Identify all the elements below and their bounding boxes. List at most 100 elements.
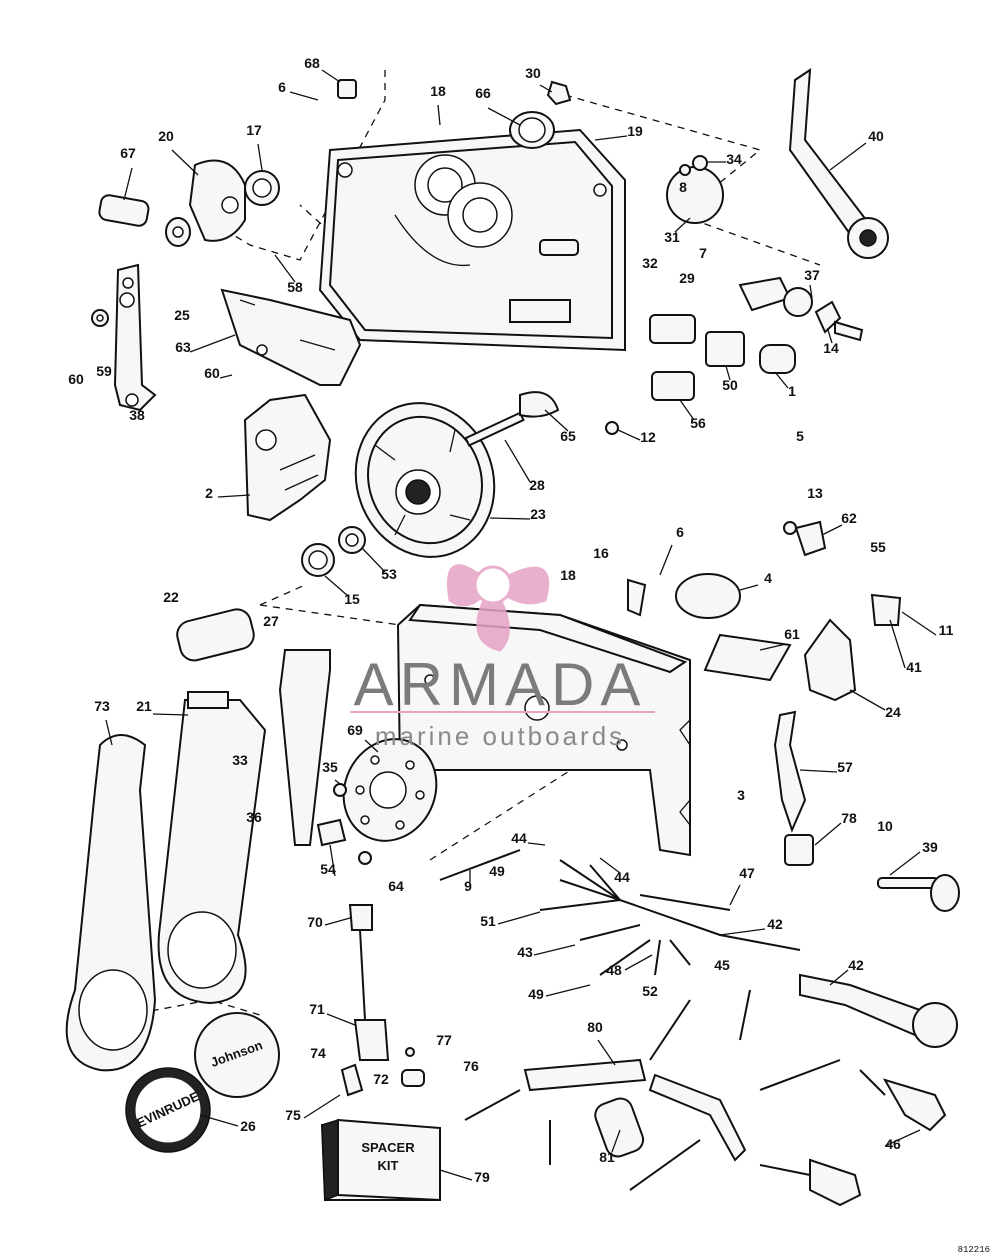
callout-57: 57 <box>837 759 853 775</box>
callout-48: 48 <box>606 962 622 978</box>
callout-56: 56 <box>690 415 706 431</box>
callout-25: 25 <box>174 307 190 323</box>
callout-45: 45 <box>714 957 730 973</box>
callout-43: 43 <box>517 944 533 960</box>
callout-71: 71 <box>309 1001 325 1017</box>
callout-14: 14 <box>823 340 839 356</box>
callout-32: 32 <box>642 255 658 271</box>
callout-73: 73 <box>94 698 110 714</box>
callout-51: 51 <box>480 913 496 929</box>
callout-36: 36 <box>246 809 262 825</box>
armada-watermark: ARMADA marine outboards <box>350 564 655 751</box>
callout-60: 60 <box>204 365 220 381</box>
callout-8: 8 <box>679 179 687 195</box>
throttle-linkage-left <box>98 159 280 247</box>
callout-42: 42 <box>848 957 864 973</box>
callout-20: 20 <box>158 128 174 144</box>
callout-9: 9 <box>464 878 472 894</box>
callout-17: 17 <box>246 122 262 138</box>
callout-37: 37 <box>804 267 820 283</box>
callout-77: 77 <box>436 1032 452 1048</box>
callout-6: 6 <box>676 524 684 540</box>
callout-75: 75 <box>285 1107 301 1123</box>
callout-42: 42 <box>767 916 783 932</box>
callout-67: 67 <box>120 145 136 161</box>
key-switch-assembly <box>649 166 864 401</box>
callout-55: 55 <box>870 539 886 555</box>
callout-53: 53 <box>381 566 397 582</box>
callout-65: 65 <box>560 428 576 444</box>
callout-40: 40 <box>868 128 884 144</box>
callout-79: 79 <box>474 1169 490 1185</box>
trim-switch-and-rod <box>176 608 331 846</box>
callout-70: 70 <box>307 914 323 930</box>
callout-31: 31 <box>664 229 680 245</box>
callout-12: 12 <box>640 429 656 445</box>
callout-60: 60 <box>68 371 84 387</box>
callout-74: 74 <box>310 1045 326 1061</box>
callout-47: 47 <box>739 865 755 881</box>
callout-27: 27 <box>263 613 279 629</box>
callout-33: 33 <box>232 752 248 768</box>
small-parts-upper <box>301 79 708 577</box>
callout-35: 35 <box>322 759 338 775</box>
shift-cam-disk <box>354 402 496 558</box>
lower-left-small-parts <box>316 783 425 1097</box>
neutral-bracket <box>243 393 332 522</box>
callout-23: 23 <box>530 506 546 522</box>
emblems: EVINRUDE Johnson <box>125 1012 280 1153</box>
callout-10: 10 <box>877 818 893 834</box>
leader-lines <box>105 69 937 1181</box>
spacer-kit-line1: SPACER <box>361 1140 415 1155</box>
callout-2: 2 <box>205 485 213 501</box>
callout-28: 28 <box>529 477 545 493</box>
throttle-arm-40 <box>788 68 889 259</box>
propeller-logo-icon <box>446 564 550 652</box>
callout-19: 19 <box>627 123 643 139</box>
callout-46: 46 <box>885 1136 901 1152</box>
callout-16: 16 <box>593 545 609 561</box>
callout-13: 13 <box>807 485 823 501</box>
callout-18: 18 <box>430 83 446 99</box>
callout-44: 44 <box>614 869 630 885</box>
callout-1: 1 <box>788 383 796 399</box>
callout-21: 21 <box>136 698 152 714</box>
callout-41: 41 <box>906 659 922 675</box>
callout-49: 49 <box>489 863 505 879</box>
callout-29: 29 <box>679 270 695 286</box>
diagram-serial-number: 812216 <box>958 1245 990 1255</box>
upper-control-housing <box>318 128 626 352</box>
callout-68: 68 <box>304 55 320 71</box>
watermark-brand: ARMADA <box>354 651 647 718</box>
callout-58: 58 <box>287 279 303 295</box>
callout-81: 81 <box>599 1149 615 1165</box>
callout-3: 3 <box>737 787 745 803</box>
callout-63: 63 <box>175 339 191 355</box>
callout-5: 5 <box>796 428 804 444</box>
callout-72: 72 <box>373 1071 389 1087</box>
callout-62: 62 <box>841 510 857 526</box>
callout-50: 50 <box>722 377 738 393</box>
callout-59: 59 <box>96 363 112 379</box>
callout-7: 7 <box>699 245 707 261</box>
detent-ring <box>342 738 438 842</box>
callout-22: 22 <box>163 589 179 605</box>
warning-plate <box>220 288 362 386</box>
callout-69: 69 <box>347 722 363 738</box>
shift-lever-arm <box>91 263 157 412</box>
callout-24: 24 <box>885 704 901 720</box>
callout-34: 34 <box>726 151 742 167</box>
callout-6: 6 <box>278 79 286 95</box>
wiring-harness <box>439 849 958 1207</box>
callout-80: 80 <box>587 1019 603 1035</box>
callout-30: 30 <box>525 65 541 81</box>
switch-and-brackets-right <box>627 520 960 912</box>
control-handles <box>65 691 267 1072</box>
callout-52: 52 <box>642 983 658 999</box>
callout-11: 11 <box>939 622 954 638</box>
callout-39: 39 <box>922 839 938 855</box>
callout-78: 78 <box>841 810 857 826</box>
callout-15: 15 <box>344 591 360 607</box>
